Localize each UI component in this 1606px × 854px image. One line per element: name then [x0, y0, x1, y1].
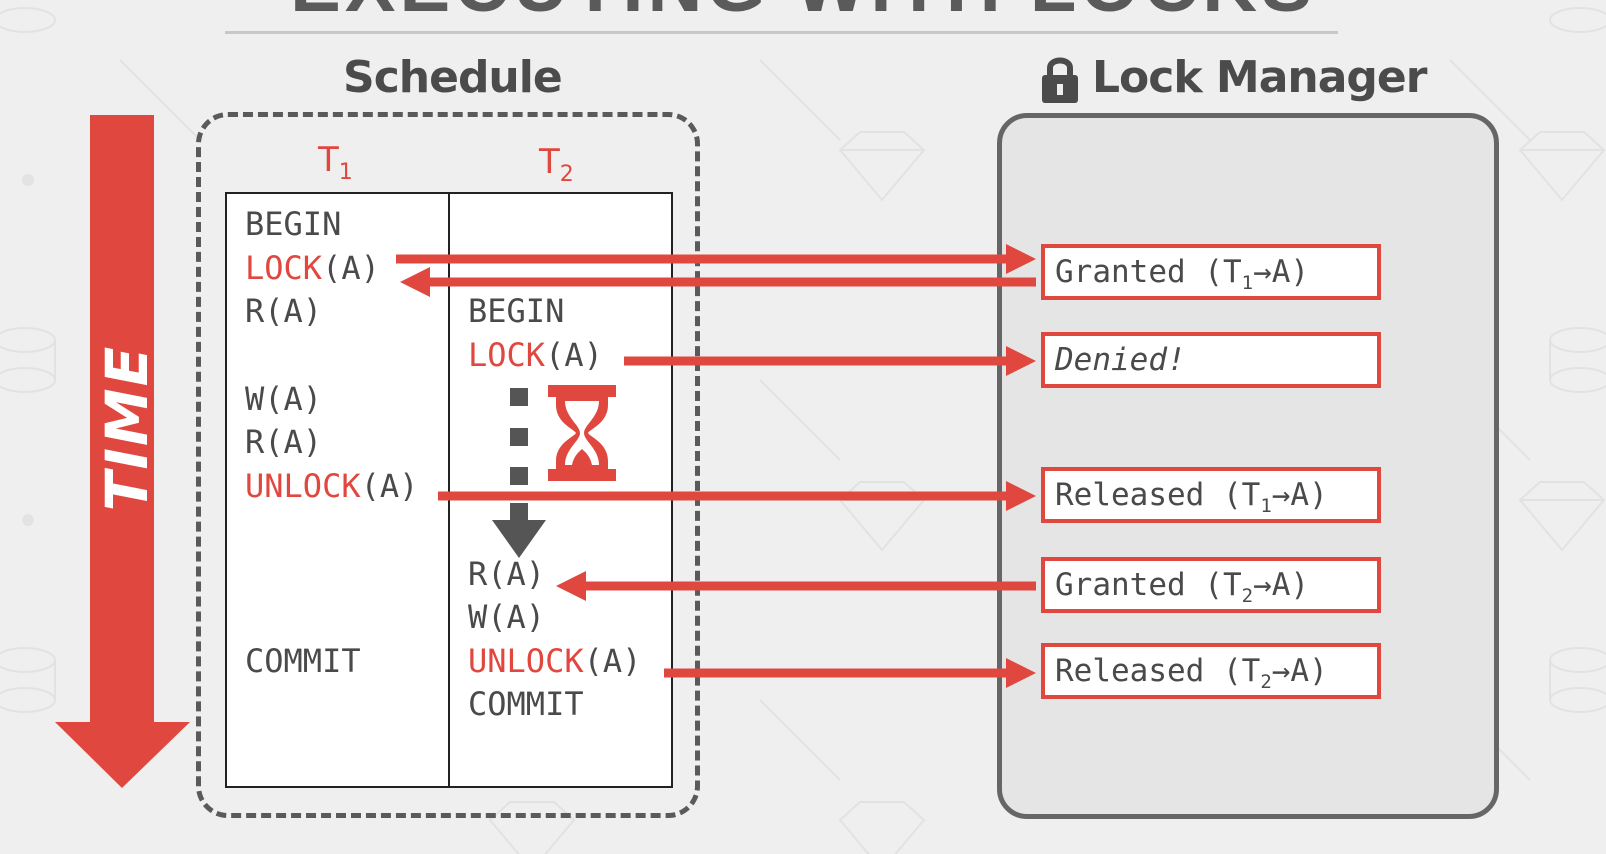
- lock-manager-heading: Lock Manager: [1092, 52, 1427, 103]
- lock-message-released-t1: Released (T1→A): [1041, 467, 1381, 523]
- t2-op-write: W(A): [468, 598, 546, 636]
- schedule-column-divider: [448, 192, 450, 788]
- time-arrow: [55, 115, 190, 788]
- lock-manager-box: [997, 113, 1499, 819]
- t2-op-read: R(A): [468, 555, 546, 593]
- t2-op-commit: COMMIT: [468, 685, 584, 723]
- t1-op-lock: LOCK(A): [245, 249, 380, 287]
- wait-arrow: [492, 388, 546, 558]
- t1-header: T1: [318, 140, 353, 185]
- schedule-heading: Schedule: [343, 52, 563, 103]
- t2-op-unlock: UNLOCK(A): [468, 642, 642, 680]
- lock-message-denied: Denied!: [1041, 332, 1381, 388]
- slide-title: EXECUTING WITH LOCKS: [0, 0, 1606, 29]
- lock-message-released-t2: Released (T2→A): [1041, 643, 1381, 699]
- t1-op-write: W(A): [245, 380, 323, 418]
- t2-op-begin: BEGIN: [468, 292, 565, 330]
- t2-op-lock: LOCK(A): [468, 336, 603, 374]
- arrow-t2-unlock: [664, 658, 1036, 688]
- t1-op-begin: BEGIN: [245, 205, 342, 243]
- arrow-t2-lock-request: [624, 346, 1036, 376]
- t1-op-read-2: R(A): [245, 423, 323, 461]
- arrow-t1-lock-request: [396, 244, 1036, 274]
- t2-header: T2: [539, 142, 574, 187]
- schedule-box: [196, 112, 700, 818]
- arrow-t2-lock-granted: [556, 571, 1036, 601]
- lock-message-granted-t2: Granted (T2→A): [1041, 557, 1381, 613]
- title-divider: [225, 31, 1338, 34]
- t1-op-commit: COMMIT: [245, 642, 361, 680]
- arrow-t1-unlock: [438, 481, 1036, 511]
- lock-message-granted-t1: Granted (T1→A): [1041, 244, 1381, 300]
- arrow-t1-lock-granted: [400, 267, 1036, 297]
- t1-op-unlock: UNLOCK(A): [245, 467, 419, 505]
- hourglass-icon: [548, 385, 616, 481]
- t1-op-read: R(A): [245, 292, 323, 330]
- lock-icon: [1042, 57, 1078, 103]
